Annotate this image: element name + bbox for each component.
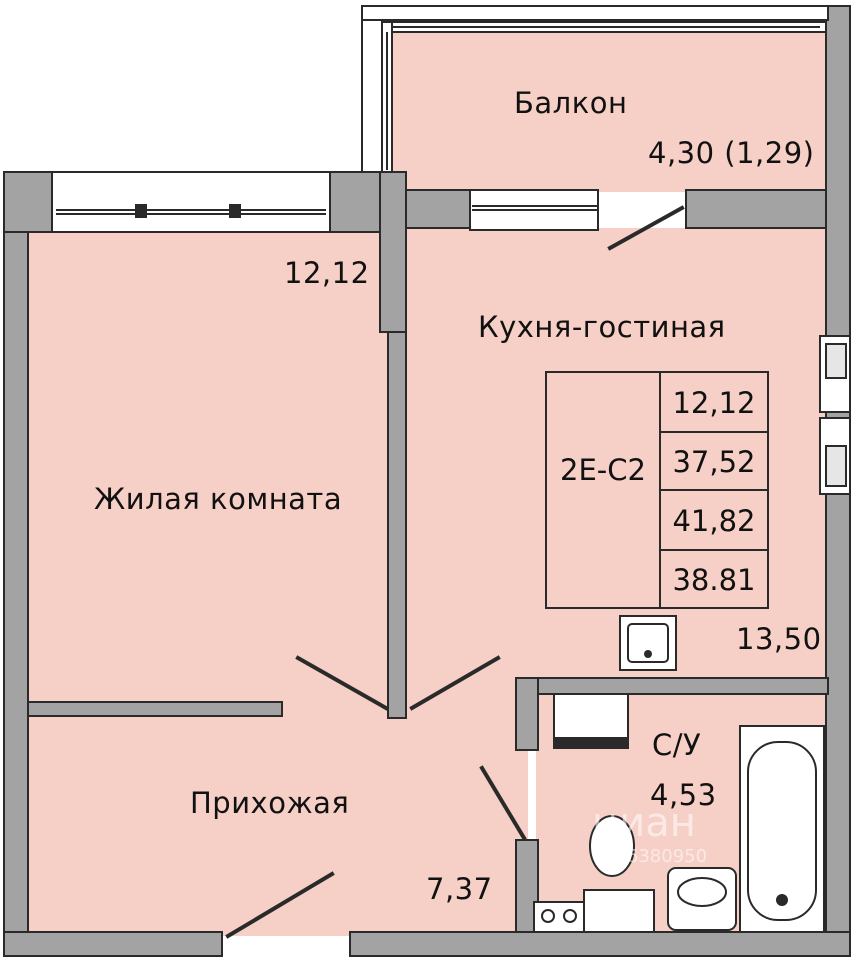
kitchen-floor <box>406 228 826 678</box>
wall-partition-vertical <box>379 171 407 333</box>
bathroom-fixtures <box>533 693 825 933</box>
wall-top-right <box>685 189 837 229</box>
living-room-name: Жилая комната <box>94 482 343 516</box>
balcony-glazing <box>381 21 827 173</box>
watermark-brand: циан <box>592 800 696 846</box>
spec-table-value-2: 37,52 <box>672 445 756 479</box>
doors <box>225 205 685 939</box>
spec-table-value-1: 12,12 <box>672 386 756 420</box>
windows <box>51 171 851 495</box>
wall-left <box>3 171 29 957</box>
balcony-area: 4,30 (1,29) <box>648 136 815 170</box>
living-door-leaf <box>295 655 389 711</box>
spec-table-code: 2Е-С2 <box>560 453 646 487</box>
kitchen-sink <box>619 615 677 671</box>
watermark-number: 296380950 <box>604 846 708 867</box>
wall-top-mid <box>405 189 471 229</box>
toilet-bowl <box>589 815 635 877</box>
balcony-door-leaf <box>607 205 685 251</box>
spec-table-value-3: 41,82 <box>672 504 756 538</box>
wall-bottom-left <box>3 931 223 957</box>
wall-bath-left-upper <box>515 677 539 751</box>
bathroom-name: С/У <box>652 728 702 762</box>
living-room-window <box>51 171 331 233</box>
living-room-floor <box>28 232 390 704</box>
kitchen-name: Кухня-гостиная <box>478 310 726 344</box>
wall-bath-left-lower <box>515 839 539 933</box>
kitchen-area: 13,50 <box>736 622 822 656</box>
wall-bath-top <box>515 677 829 695</box>
wall-bottom-right <box>349 931 851 957</box>
hallway-area: 7,37 <box>426 872 493 906</box>
hallway-name: Прихожая <box>190 786 350 820</box>
toilet-tank <box>583 889 655 933</box>
balcony-wall-top <box>361 5 829 21</box>
kitchen-door-leaf <box>409 655 501 711</box>
bathroom-area: 4,53 <box>650 778 717 812</box>
balcony-floor <box>384 28 828 192</box>
wall-partition-vertical-lower <box>387 331 407 719</box>
spec-table-value-4: 38.81 <box>672 563 756 597</box>
spec-table <box>545 371 769 609</box>
living-room-area: 12,12 <box>284 256 370 290</box>
hallway-floor <box>28 716 528 936</box>
wall-top-left-a <box>3 171 53 233</box>
balcony-wall-left <box>361 5 383 173</box>
wall-living-hall <box>27 701 283 717</box>
bathroom-door-leaf <box>479 765 527 841</box>
balcony-name: Балкон <box>514 86 628 120</box>
entrance-door-leaf <box>225 871 335 939</box>
